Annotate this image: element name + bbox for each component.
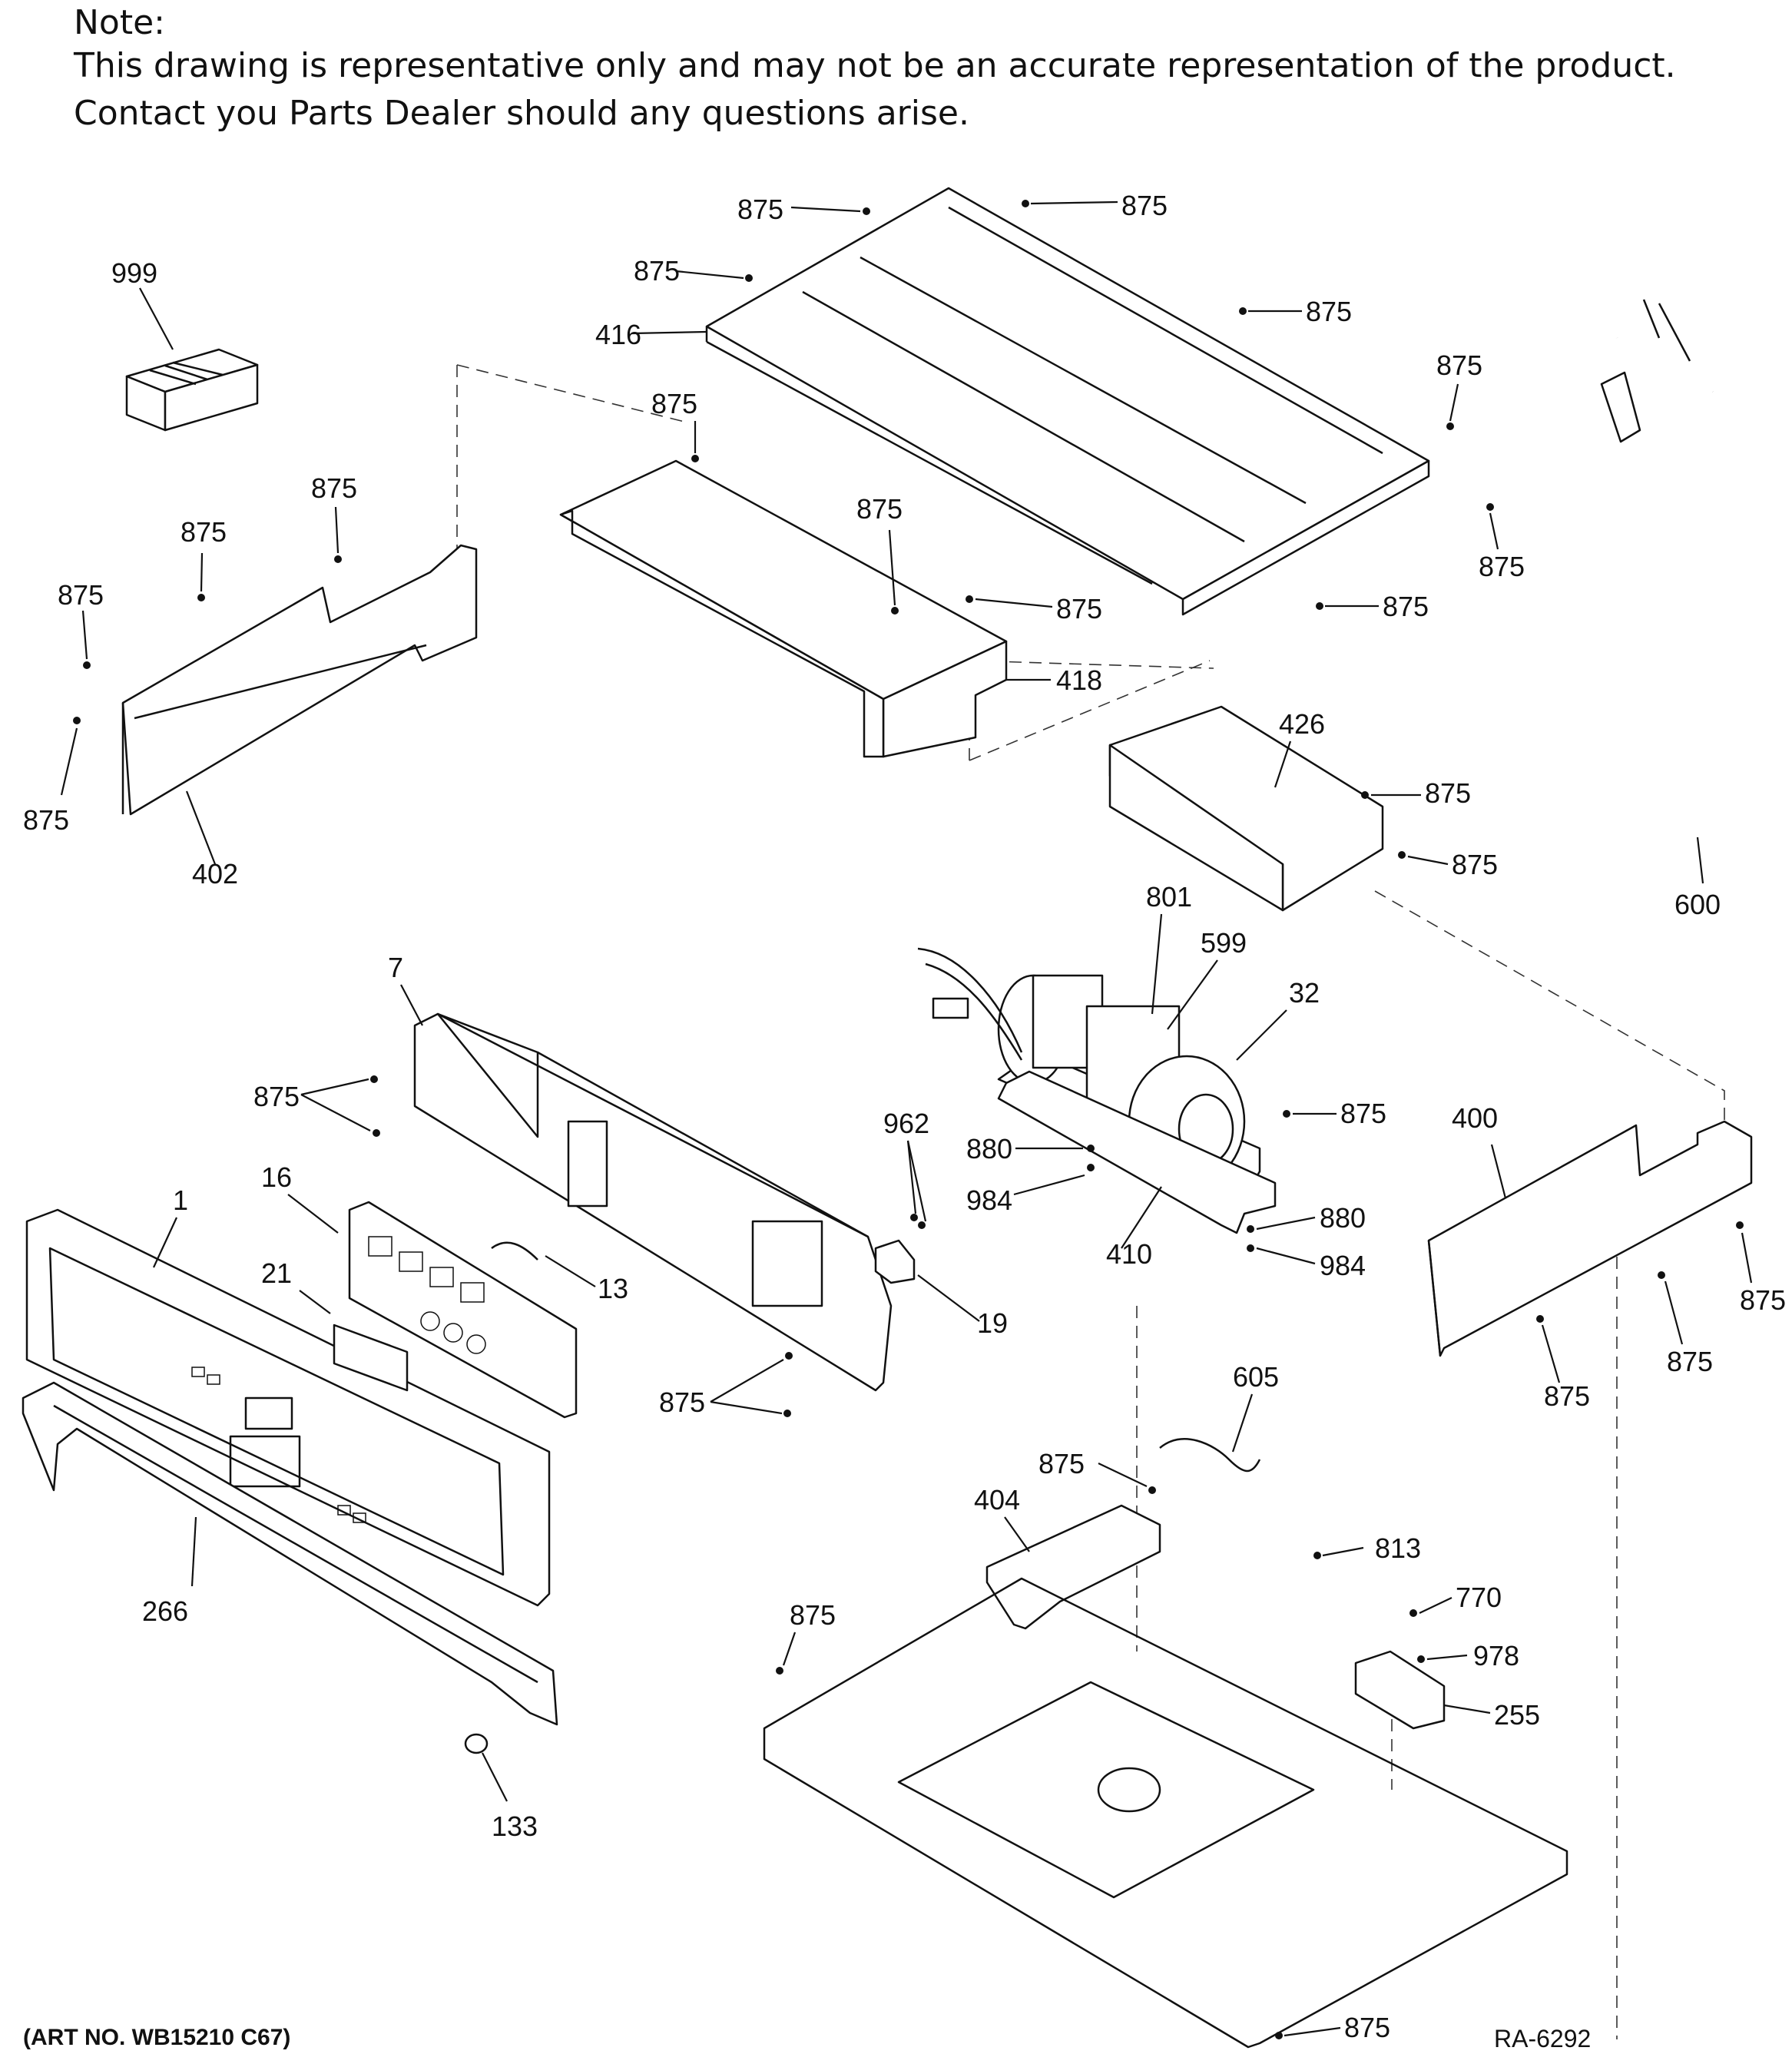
- callout-875: 875: [1340, 1098, 1386, 1129]
- callout-133: 133: [492, 1811, 538, 1842]
- callout-labels: 999 875 875 875 416 875 875 875 875 875 …: [23, 190, 1786, 2043]
- callout-21: 21: [261, 1257, 292, 1289]
- callout-875: 875: [790, 1599, 836, 1631]
- callout-875: 875: [1667, 1346, 1713, 1377]
- callout-875: 875: [856, 493, 903, 525]
- callout-880: 880: [1320, 1202, 1366, 1234]
- callout-13: 13: [598, 1273, 628, 1304]
- part-16-control-board: [348, 1201, 578, 1419]
- callout-999: 999: [111, 257, 157, 289]
- part-426-bracket: [1108, 705, 1384, 912]
- part-404-bracket: [985, 1504, 1161, 1630]
- art-number: (ART NO. WB15210 C67): [23, 2025, 290, 2050]
- callout-875: 875: [58, 579, 104, 611]
- callout-875: 875: [1452, 849, 1498, 880]
- part-605-wire-harness: [1159, 1438, 1261, 1473]
- note-heading: Note:: [74, 3, 165, 42]
- part-400-right-panel: [1427, 1120, 1753, 1357]
- callout-875: 875: [1436, 350, 1482, 381]
- note-line-2: Contact you Parts Dealer should any ques…: [74, 94, 969, 133]
- callout-255: 255: [1494, 1699, 1540, 1731]
- callout-875: 875: [23, 804, 69, 836]
- leader-lines: [60, 200, 1753, 2037]
- callout-418: 418: [1056, 664, 1102, 696]
- callout-404: 404: [974, 1484, 1020, 1516]
- callout-605: 605: [1233, 1361, 1279, 1393]
- callout-600: 600: [1674, 889, 1721, 920]
- part-base-plate: [763, 1577, 1568, 2049]
- alignment-lines: [441, 364, 1725, 2039]
- callout-1: 1: [173, 1184, 188, 1216]
- callout-875: 875: [1306, 296, 1352, 327]
- part-7-control-frame: [413, 1012, 893, 1392]
- callout-875: 875: [1383, 591, 1429, 622]
- note-line-1: This drawing is representative only and …: [74, 46, 1676, 85]
- callout-880: 880: [966, 1133, 1012, 1164]
- callout-875: 875: [253, 1081, 300, 1112]
- callout-599: 599: [1201, 927, 1247, 959]
- callout-875: 875: [659, 1386, 705, 1418]
- callout-875: 875: [1544, 1380, 1590, 1412]
- part-21-overlay-label: [333, 1324, 409, 1392]
- callout-962: 962: [883, 1108, 929, 1139]
- part-999-carton: [125, 348, 259, 432]
- callout-7: 7: [388, 952, 403, 983]
- callout-875: 875: [651, 388, 697, 419]
- callout-19: 19: [977, 1307, 1008, 1339]
- callout-875: 875: [1740, 1284, 1786, 1316]
- callout-16: 16: [261, 1161, 292, 1193]
- part-1-control-panel: [25, 1208, 551, 1607]
- callout-875: 875: [634, 255, 680, 287]
- callout-875: 875: [1121, 190, 1168, 221]
- callout-770: 770: [1456, 1582, 1502, 1613]
- part-600-power-cord: [1598, 299, 1770, 844]
- callout-984: 984: [1320, 1250, 1366, 1281]
- callout-875: 875: [181, 516, 227, 548]
- part-19-switch: [874, 1239, 916, 1284]
- part-255-terminal-block: [1354, 1650, 1446, 1730]
- callout-875: 875: [1344, 2012, 1390, 2043]
- callout-426: 426: [1279, 708, 1325, 740]
- fastener-screws: [73, 200, 1744, 2039]
- part-133-grommet: [464, 1733, 489, 1754]
- callout-801: 801: [1146, 881, 1192, 913]
- callout-875: 875: [1038, 1448, 1085, 1479]
- callout-875: 875: [1425, 777, 1471, 809]
- callout-875: 875: [311, 472, 357, 504]
- part-418-center-shield: [559, 459, 1008, 758]
- callout-400: 400: [1452, 1102, 1498, 1134]
- part-410-blower-bracket: [997, 1070, 1277, 1234]
- callout-32: 32: [1289, 977, 1320, 1009]
- callout-416: 416: [595, 319, 641, 350]
- callout-978: 978: [1473, 1640, 1519, 1671]
- callout-402: 402: [192, 858, 238, 890]
- callout-410: 410: [1106, 1238, 1152, 1270]
- callout-984: 984: [966, 1184, 1012, 1216]
- callout-875: 875: [1479, 551, 1525, 582]
- callout-875: 875: [1056, 593, 1102, 624]
- callout-875: 875: [737, 194, 783, 225]
- part-416-top-cover: [705, 187, 1430, 616]
- part-266-trim: [22, 1381, 558, 1726]
- part-402-left-panel: [121, 544, 478, 816]
- callout-266: 266: [142, 1595, 188, 1627]
- drawing-id: RA-6292: [1494, 2025, 1591, 2052]
- callout-813: 813: [1375, 1532, 1421, 1564]
